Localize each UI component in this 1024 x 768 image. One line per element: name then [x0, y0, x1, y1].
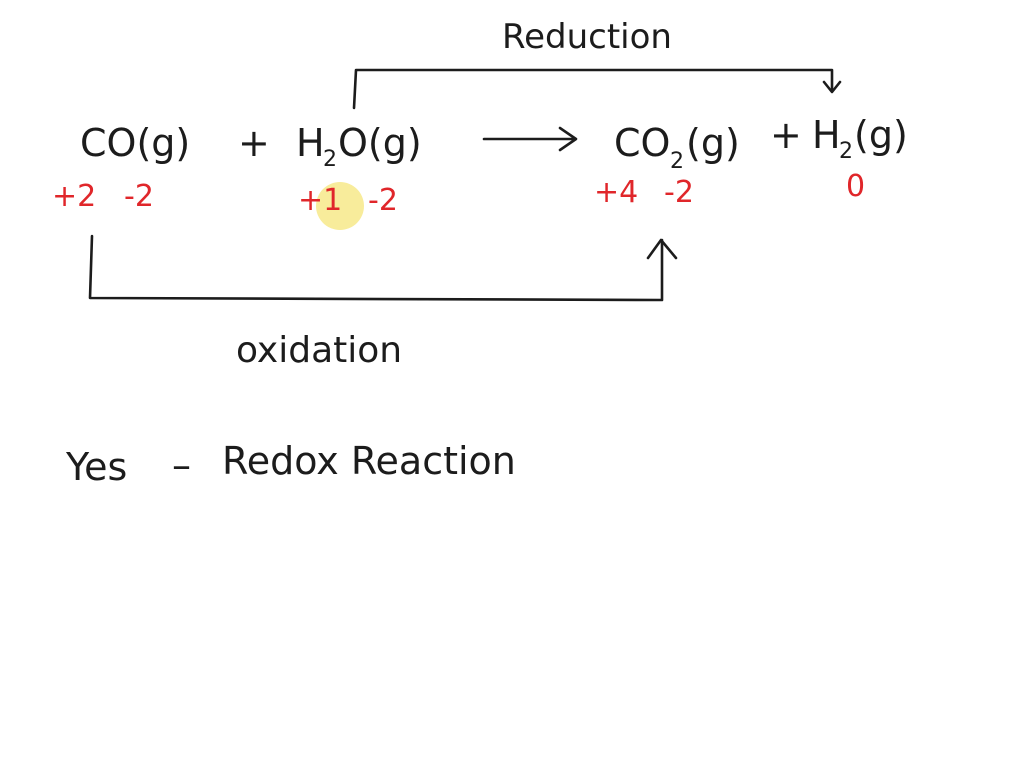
product-co2-subscript: 2 [670, 149, 684, 174]
ox-state-h2o-oxygen: -2 [368, 183, 398, 218]
reactant-co: CO(g) [80, 121, 190, 165]
reactant-h2o-rest: O(g) [338, 121, 422, 165]
plus-sign-products: + [770, 113, 802, 157]
product-h2-subscript: 2 [839, 139, 853, 164]
pointer-highlight [316, 182, 364, 230]
reaction-arrow [482, 126, 578, 152]
oxidation-arrowhead [646, 238, 678, 260]
ox-state-co2-carbon: +4 [594, 175, 638, 210]
product-h2-rest: (g) [854, 113, 908, 157]
ox-state-co2-oxygen: -2 [664, 175, 694, 210]
ox-state-co-carbon: +2 [52, 179, 96, 214]
oxidation-label: oxidation [236, 330, 402, 371]
ox-state-co-oxygen: -2 [124, 179, 154, 214]
answer-dash: – [172, 443, 191, 487]
oxidation-states: +2 -2 +1 -2 +4 -2 0 [52, 169, 865, 218]
reduction-arrowhead [822, 80, 842, 94]
reduction-bracket [352, 68, 834, 110]
product-co2-rest: (g) [686, 121, 740, 165]
reduction-label: Reduction [502, 17, 672, 57]
reactant-h2o-h: H [296, 121, 325, 165]
answer-yes: Yes [65, 445, 127, 489]
product-co2-co: CO [614, 121, 670, 165]
plus-sign-reactants: + [238, 121, 270, 165]
ox-state-h2o-hydrogen: +1 [298, 183, 342, 218]
conclusion: Yes – Redox Reaction [65, 439, 516, 489]
ox-state-h2: 0 [846, 169, 865, 204]
oxidation-bracket [88, 234, 664, 302]
chemical-equation: CO(g) + H 2 O(g) CO 2 (g) + H 2 (g) [80, 113, 908, 174]
product-h2-h: H [812, 113, 841, 157]
answer-text: Redox Reaction [222, 439, 516, 483]
reactant-h2o-subscript: 2 [323, 147, 337, 172]
